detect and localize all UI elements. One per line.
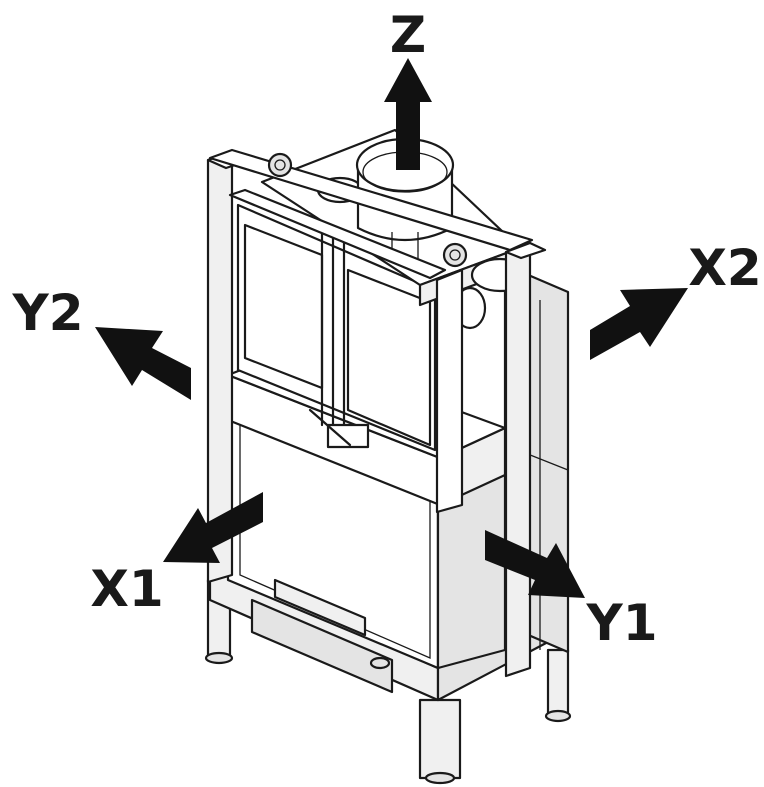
upper-frame [236, 203, 437, 452]
x2-arrow [590, 288, 688, 360]
label-y2: Y2 [12, 284, 84, 342]
direction-arrows [95, 58, 688, 598]
label-y1: Y1 [586, 594, 658, 652]
label-z: Z [390, 6, 426, 64]
label-x1: X1 [90, 560, 163, 618]
axis-labels: Z Y2 X2 X1 Y1 [12, 6, 762, 652]
door-handle [308, 408, 370, 449]
z-arrow [384, 58, 432, 170]
top-rails [208, 148, 534, 280]
x1-arrow [163, 492, 263, 563]
middle-corner-post [435, 268, 464, 514]
y2-arrow [95, 327, 191, 400]
counterweight-pulleys [267, 152, 468, 268]
y1-arrow [485, 530, 585, 598]
ash-tray-rail [273, 578, 391, 670]
label-x2: X2 [688, 239, 761, 297]
fireplace-unit [204, 128, 572, 785]
support-legs [204, 578, 572, 785]
